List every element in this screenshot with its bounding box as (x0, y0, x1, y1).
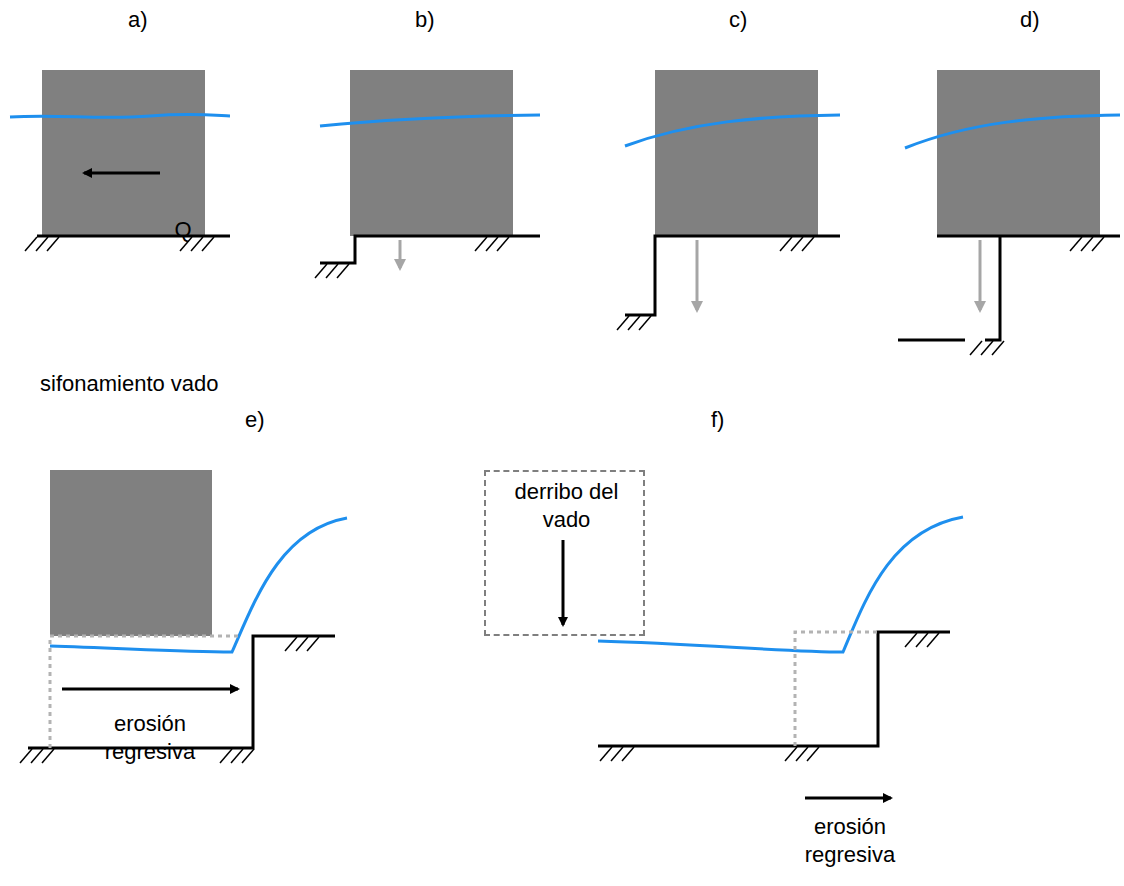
flow-arrow (84, 172, 160, 175)
panel-letter: e) (245, 406, 265, 434)
panel-letter: a) (128, 6, 148, 34)
panel-letter: b) (415, 6, 435, 34)
settlement-arrow (400, 240, 980, 310)
panel-letter: f) (711, 406, 724, 434)
panel-letter: d) (1020, 6, 1040, 34)
caption-label: erosión regresiva (95, 710, 205, 765)
caption-label: erosión regresiva (795, 813, 905, 868)
ford-block (50, 470, 212, 636)
caption-label: sifonamiento vado (40, 370, 219, 398)
node-text: Q (168, 216, 198, 244)
ground-line (28, 236, 1120, 748)
erosion-arrow (62, 688, 238, 691)
ground-hatch (20, 237, 1104, 763)
ford-block: Q (42, 70, 205, 236)
demolition-box: derribo del vado (484, 470, 645, 636)
water-surface (10, 114, 1120, 652)
erosion-arrow (805, 797, 891, 800)
demolition-arrow (562, 540, 565, 625)
ford-block (655, 70, 818, 236)
ford-block (937, 70, 1100, 236)
node-text: derribo del vado (506, 478, 627, 533)
ford-block (350, 70, 513, 236)
panel-letter: c) (729, 6, 747, 34)
ford-block (42, 70, 205, 236)
